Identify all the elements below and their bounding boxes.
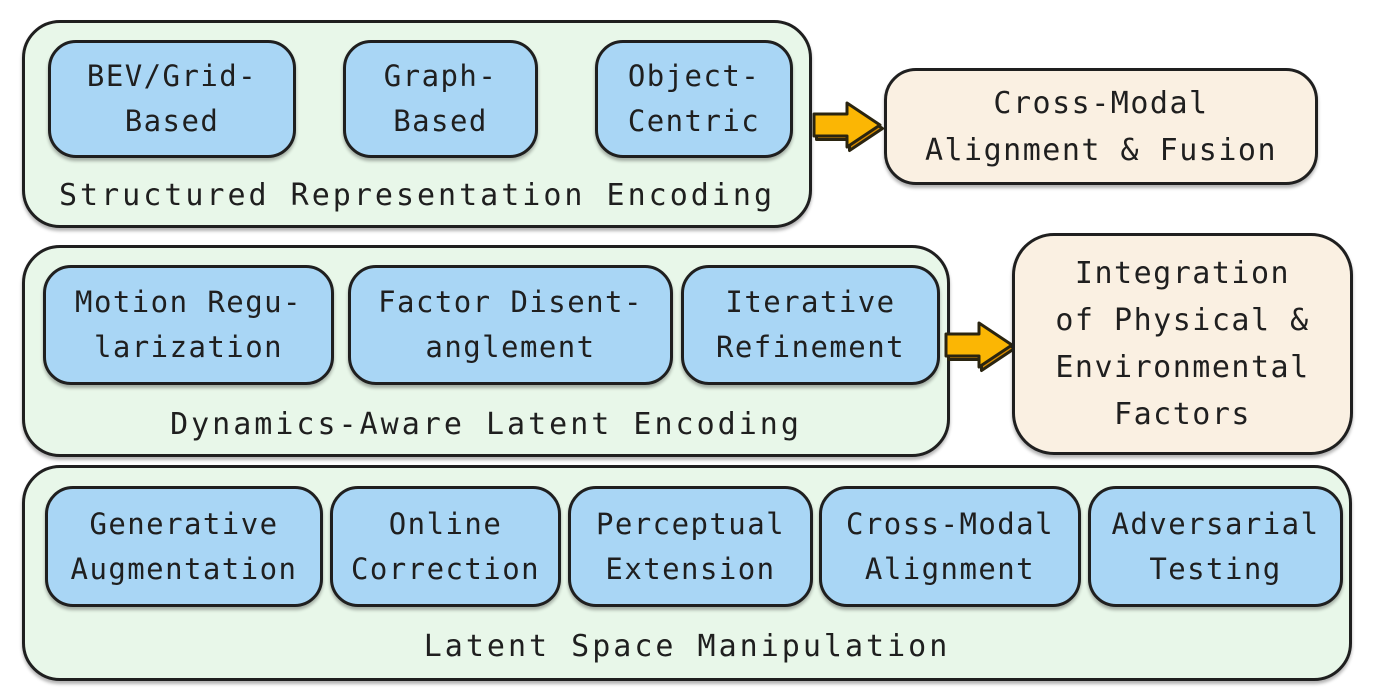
- box-text-line: Centric: [627, 104, 761, 138]
- box-factor-disentanglement: Factor Disent- anglement: [348, 265, 673, 385]
- box-perceptual-extension: Perceptual Extension: [568, 486, 813, 607]
- box-text-line: anglement: [425, 330, 596, 364]
- box-text-line: Refinement: [715, 330, 906, 364]
- box-online-correction: Online Correction: [330, 486, 561, 607]
- box-text-line: Factor Disent-: [378, 285, 643, 319]
- box-cross-modal-alignment: Cross-Modal Alignment: [819, 486, 1081, 607]
- output-text-line: Alignment & Fusion: [924, 132, 1278, 168]
- box-bev-grid-based: BEV/Grid- Based: [48, 40, 296, 158]
- box-text-line: Correction: [350, 551, 541, 586]
- box-graph-based: Graph- Based: [343, 40, 538, 158]
- group-dynamics-aware-latent-encoding: Motion Regu- larization Factor Disent- a…: [22, 245, 950, 457]
- box-text-line: Based: [124, 104, 220, 138]
- box-text-line: Adversarial: [1111, 506, 1320, 541]
- box-text-line: Augmentation: [70, 551, 298, 586]
- box-text-line: Alignment: [864, 551, 1036, 586]
- output-text-line: of Physical &: [1055, 303, 1310, 338]
- box-text-line: Perceptual: [595, 506, 786, 541]
- output-text-line: Integration: [1074, 256, 1291, 291]
- box-motion-regularization: Motion Regu- larization: [43, 265, 334, 385]
- box-text-line: BEV/Grid-: [86, 59, 258, 93]
- box-text-line: Graph-: [383, 59, 498, 93]
- output-text-line: Cross-Modal: [993, 85, 1209, 121]
- group-label: Dynamics-Aware Latent Encoding: [170, 407, 802, 442]
- box-generative-augmentation: Generative Augmentation: [45, 486, 323, 607]
- right-block-arrow-icon: [812, 101, 884, 152]
- box-adversarial-testing: Adversarial Testing: [1088, 486, 1343, 607]
- box-text-line: Online: [388, 506, 503, 541]
- box-text-line: Object-: [627, 59, 761, 93]
- group-latent-space-manipulation: Generative Augmentation Online Correctio…: [22, 465, 1352, 681]
- output-box-integration-of-physical-environmental-factors: Integration of Physical & Environmental …: [1012, 233, 1353, 455]
- output-text-line: Factors: [1114, 397, 1251, 432]
- box-text-line: Extension: [605, 551, 776, 586]
- box-text-line: Cross-Modal: [845, 506, 1054, 541]
- output-box-cross-modal-alignment-fusion: Cross-Modal Alignment & Fusion: [884, 68, 1318, 185]
- right-block-arrow-icon: [944, 321, 1016, 372]
- box-iterative-refinement: Iterative Refinement: [681, 265, 940, 385]
- box-text-line: Motion Regu-: [75, 285, 302, 319]
- output-text-line: Environmental: [1055, 350, 1310, 385]
- group-label: Latent Space Manipulation: [423, 629, 951, 664]
- box-text-line: Testing: [1149, 551, 1282, 586]
- box-text-line: Based: [393, 104, 488, 138]
- box-object-centric: Object- Centric: [595, 40, 793, 158]
- group-label: Structured Representation Encoding: [58, 178, 776, 213]
- box-text-line: larization: [93, 330, 284, 364]
- group-structured-representation-encoding: BEV/Grid- Based Graph- Based Object- Cen…: [22, 20, 812, 228]
- box-text-line: Generative: [89, 506, 279, 541]
- box-text-line: Iterative: [725, 285, 896, 319]
